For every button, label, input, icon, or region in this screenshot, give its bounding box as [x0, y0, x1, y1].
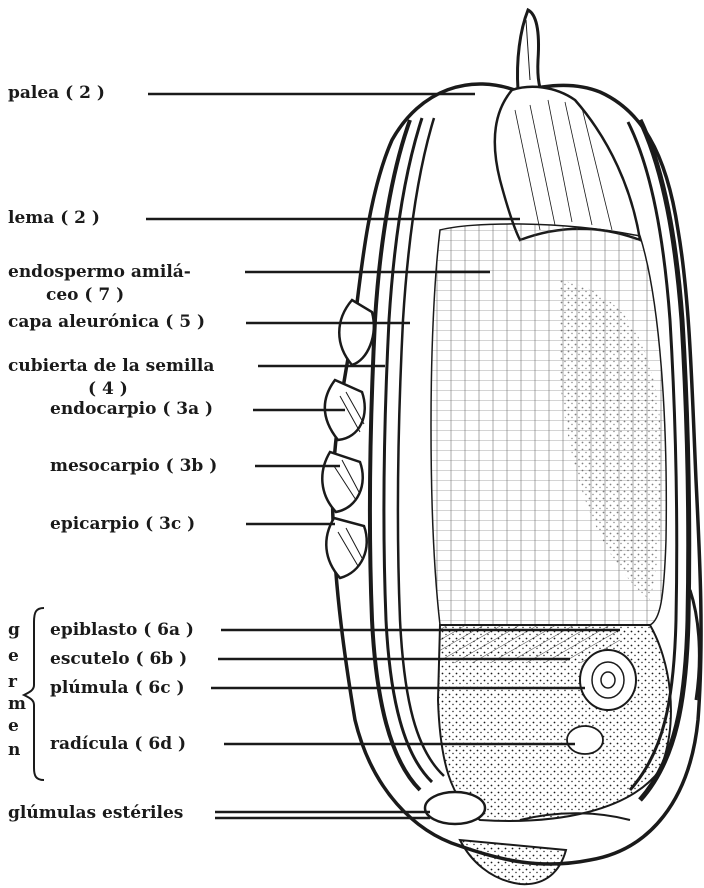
- radicle: [567, 726, 603, 754]
- label-radicula: radícula ( 6d ): [50, 734, 186, 754]
- label-endospermo-line2: ceo ( 7 ): [46, 285, 124, 305]
- label-cubierta-line2: ( 4 ): [88, 379, 128, 399]
- sterile-glume-left: [425, 792, 485, 824]
- label-palea: palea ( 2 ): [8, 83, 105, 103]
- label-capa-aleuronica: capa aleurónica ( 5 ): [8, 312, 205, 332]
- germen-letter-6: n: [8, 740, 20, 760]
- germen-letter-3: r: [8, 672, 17, 692]
- label-endospermo-line1: endospermo amilá-: [8, 262, 191, 282]
- germen-letter-4: m: [8, 694, 26, 714]
- germen-letter-2: e: [8, 646, 19, 666]
- label-cubierta-line1: cubierta de la semilla: [8, 356, 214, 376]
- germen-letter-5: e: [8, 716, 19, 736]
- label-mesocarpio: mesocarpio ( 3b ): [50, 456, 217, 476]
- label-glumulas: glúmulas estériles: [8, 803, 183, 823]
- label-escutelo: escutelo ( 6b ): [50, 649, 187, 669]
- label-lema: lema ( 2 ): [8, 208, 100, 228]
- awn-tip: [517, 10, 545, 98]
- label-endocarpio: endocarpio ( 3a ): [50, 399, 213, 419]
- germen-letter-1: g: [8, 620, 20, 640]
- plumule: [580, 650, 636, 710]
- germen-bracket: [24, 608, 44, 780]
- label-plumula: plúmula ( 6c ): [50, 678, 185, 698]
- label-epicarpio: epicarpio ( 3c ): [50, 514, 195, 534]
- label-epiblasto: epiblasto ( 6a ): [50, 620, 194, 640]
